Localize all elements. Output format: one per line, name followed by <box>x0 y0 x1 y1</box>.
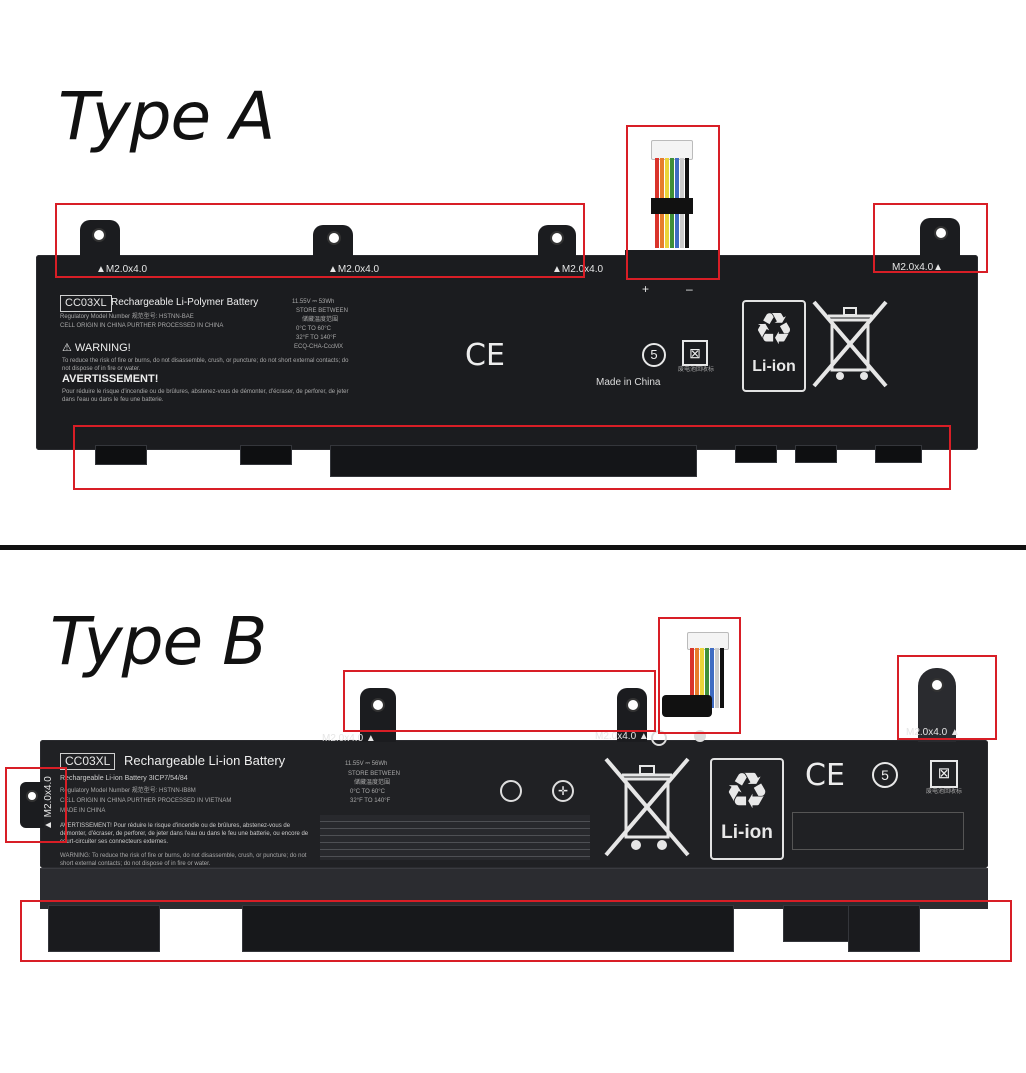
type-b-circle5-icon: 5 <box>872 762 898 788</box>
type-a-made-in: Made in China <box>596 377 661 388</box>
type-b-spec-5: 32°F TO 140°F <box>350 798 391 804</box>
type-b-model-box: CC03XL <box>60 753 116 770</box>
type-a-reg-line: Regulatory Model Number 规范型号: HSTNN-BAE <box>60 314 194 320</box>
type-a-mount-tab-1 <box>80 220 120 258</box>
type-b-target-icon: ✛ <box>552 780 574 802</box>
type-a-recycle-label: Li-ion <box>752 358 796 375</box>
type-b-cert-icon: ⊠ <box>930 760 958 788</box>
type-b-cert-small: 废电池回收标 <box>926 789 963 795</box>
type-a-mount-tab-2 <box>313 225 353 258</box>
type-a-screw-label-1: ▲M2.0x4.0 <box>96 264 148 275</box>
type-b-origin-line: CELL ORIGIN IN CHINA PURTHER PROCESSED I… <box>60 798 232 804</box>
type-b-screw-label-1: M2.0x4.0 ▲ <box>322 733 376 744</box>
type-a-positive-mark: + <box>642 282 650 296</box>
type-a-spec-2: STORE BETWEEN <box>296 308 348 314</box>
type-b-recycle-label: Li-ion <box>721 822 773 843</box>
section-divider <box>0 545 1026 550</box>
type-b-screw-label-2: M2.0x4.0 ▲ <box>595 731 649 742</box>
type-b-side-tab <box>20 782 44 828</box>
type-b-warning-text: WARNING: To reduce the risk of fire or b… <box>60 853 307 867</box>
recycle-icon: ♻ <box>754 305 794 354</box>
type-a-screw-label-3: ▲M2.0x4.0 <box>552 264 604 275</box>
type-b-spec-4: 0°C TO 60°C <box>350 789 385 795</box>
type-a-mount-tab-3 <box>538 225 576 258</box>
type-a-cable-block <box>625 250 720 280</box>
type-b-bottom-connector <box>242 905 734 952</box>
type-b-made-line: MADE IN CHINA <box>60 808 106 814</box>
type-a-origin-line: CELL ORIGIN IN CHINA PURTHER PROCESSED I… <box>60 323 224 329</box>
type-a-bottom-notch-4 <box>795 445 837 463</box>
type-a-spec-5: 32°F TO 140°F <box>296 335 337 341</box>
type-b-lower-body <box>40 868 988 909</box>
type-b-mount-tab-1 <box>360 688 396 742</box>
type-b-cell-line: Rechargeable Li-ion Battery 3ICP7/54/84 <box>60 775 188 782</box>
type-a-screw-label-4: M2.0x4.0▲ <box>892 262 944 273</box>
type-a-cert-small: 废电池回收标 <box>678 367 715 373</box>
type-a-crossed-bin-icon <box>810 298 890 390</box>
type-b-no-fire-icon <box>500 780 522 802</box>
type-b-title: Type B <box>50 603 267 680</box>
type-a-bottom-connector <box>330 445 697 477</box>
type-a-battery-title: Rechargeable Li-Polymer Battery <box>111 297 259 308</box>
type-b-cable-wrap <box>662 695 712 717</box>
type-a-recycle-icon-box: ♻ Li-ion <box>742 300 806 392</box>
type-a-highlight-right-tab <box>873 203 988 273</box>
type-b-bottom-foot-3 <box>848 905 920 952</box>
type-b-bottom-foot-1 <box>48 905 160 952</box>
type-b-recycle-icon-box: ♻ Li-ion <box>710 758 784 860</box>
type-a-bottom-notch-2 <box>240 445 292 465</box>
type-a-avert-heading: AVERTISSEMENT! <box>62 373 159 385</box>
type-a-bottom-notch-1 <box>95 445 147 465</box>
type-a-avert-text: Pour réduire le risque d'incendie ou de … <box>62 389 349 403</box>
type-a-mount-tab-4 <box>920 218 960 258</box>
type-b-reg-line: Regulatory Model Number 规范型号: HSTNN-IB8M <box>60 788 196 794</box>
type-a-highlight-connector <box>626 125 720 280</box>
type-a-title: Type A <box>58 78 275 155</box>
type-b-battery-title: Rechargeable Li-ion Battery <box>124 753 286 768</box>
type-b-highlight-side-tab <box>5 767 67 843</box>
type-a-spec-6: ECQ-CHA-CccMX <box>294 344 343 350</box>
type-b-avert-text: AVERTISSEMENT! Pour réduire le risque d'… <box>60 823 309 845</box>
type-a-warning-heading: ⚠ WARNING! <box>62 342 131 354</box>
type-a-negative-mark: – <box>686 282 693 296</box>
type-b-mount-tab-3 <box>918 668 956 742</box>
type-b-highlight-top-tabs <box>343 670 656 732</box>
type-a-wire-bundle <box>651 158 693 248</box>
type-a-highlight-top-tabs <box>55 203 585 278</box>
type-a-battery <box>36 255 978 450</box>
type-b-spec-1: 11.55V ⎓ 56Wh <box>345 761 388 767</box>
type-a-spec-3: 储藏温度范围 <box>302 317 339 323</box>
type-b-mount-tab-2 <box>617 688 647 742</box>
type-b-crossed-bin-icon <box>602 755 692 860</box>
type-a-screw-label-2: ▲M2.0x4.0 <box>328 264 380 275</box>
type-a-circle5-icon: 5 <box>642 343 666 367</box>
type-a-ce-mark: CE <box>465 338 505 373</box>
recycle-icon: ♻ <box>724 763 770 819</box>
type-b-spec-3: 储藏温度范围 <box>354 780 391 786</box>
type-a-warning-text: To reduce the risk of fire or burns, do … <box>62 358 349 372</box>
type-a-bottom-notch-3 <box>735 445 777 463</box>
type-b-label-panel <box>792 812 964 850</box>
type-a-bottom-notch-5 <box>875 445 922 463</box>
type-b-highlight-connector <box>658 617 741 734</box>
type-b-wire-bundle <box>690 648 724 708</box>
type-b-screw-label-3: M2.0x4.0 ▲ <box>906 727 960 738</box>
type-b-highlight-bottom <box>20 900 1012 962</box>
type-b-fine-print <box>320 815 590 860</box>
type-a-cert-icon: ⊠ <box>682 340 708 366</box>
type-b-highlight-right-tab <box>897 655 997 740</box>
type-a-spec-1: 11.55V ⎓ 53Wh <box>292 299 335 305</box>
type-a-highlight-bottom <box>73 425 951 490</box>
type-a-model-box: CC03XL <box>60 295 112 312</box>
type-a-spec-4: 0°C TO 60°C <box>296 326 331 332</box>
type-b-ce-mark: CE <box>805 758 845 793</box>
type-b-spec-2: STORE BETWEEN <box>348 771 400 777</box>
